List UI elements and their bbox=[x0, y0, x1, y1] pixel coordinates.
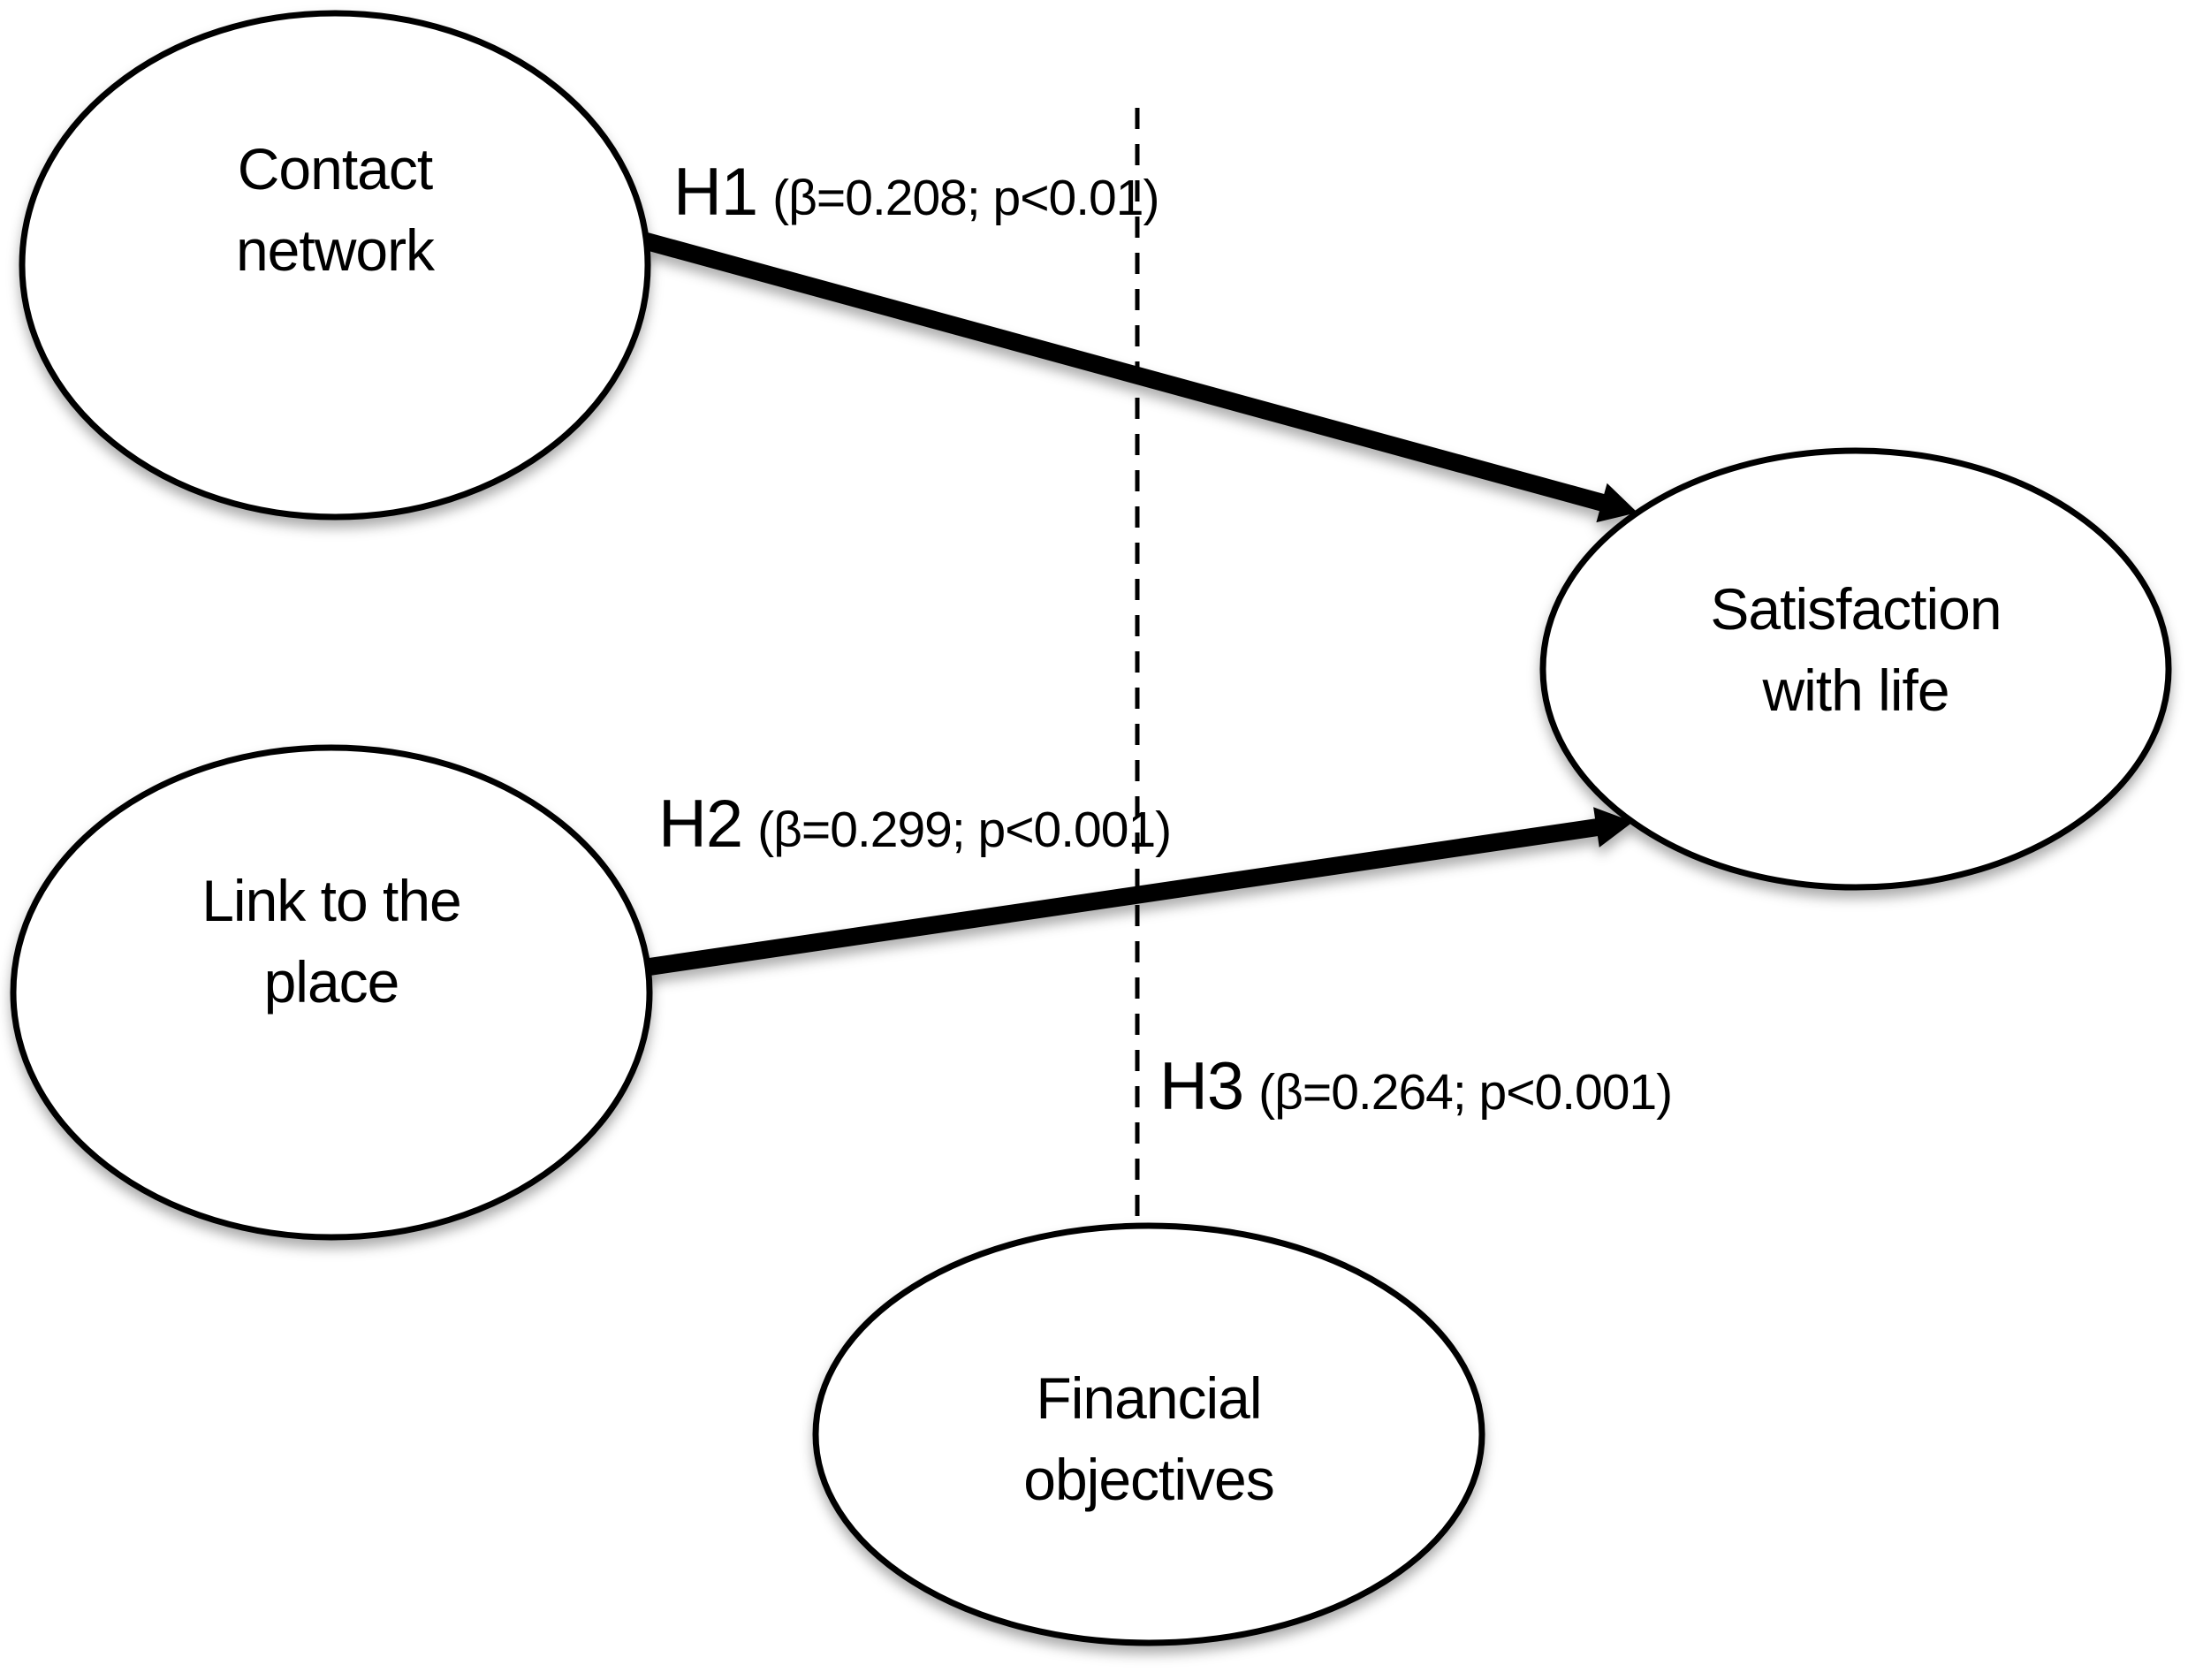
contact-network-label: Contact network bbox=[235, 128, 435, 291]
h2-stats: (β=0.299; p<0.001) bbox=[757, 802, 1172, 858]
node-label-line: with life bbox=[1762, 658, 1949, 723]
link-to-the-place-ellipse bbox=[10, 744, 653, 1241]
satisfaction-with-life-label: Satisfaction with life bbox=[1710, 568, 2002, 731]
h1-label: H1(β=0.208; p<0.01) bbox=[673, 159, 1159, 226]
node-label-line: network bbox=[235, 217, 435, 283]
financial-objectives-label: Financial objectives bbox=[1023, 1357, 1274, 1520]
h2-arrowhead bbox=[1593, 807, 1633, 848]
node-label-line: Contact bbox=[237, 136, 433, 201]
h3-id: H3 bbox=[1159, 1049, 1244, 1124]
h2-arrow bbox=[642, 807, 1633, 977]
node-label-line: place bbox=[263, 949, 400, 1015]
node-label-line: Satisfaction bbox=[1710, 576, 2002, 642]
h1-arrow-shaft bbox=[641, 232, 1606, 512]
financial-objectives-ellipse bbox=[812, 1222, 1485, 1646]
h2-label: H2(β=0.299; p<0.001) bbox=[658, 791, 1172, 858]
node-label-line: Financial bbox=[1036, 1365, 1262, 1431]
h2-id: H2 bbox=[658, 787, 743, 862]
node-label-line: Link to the bbox=[201, 868, 462, 933]
satisfaction-with-life-ellipse bbox=[1539, 447, 2172, 891]
link-to-the-place-label: Link to the place bbox=[201, 860, 462, 1022]
h3-label: H3(β=0.264; p<0.001) bbox=[1159, 1053, 1673, 1121]
node-label-line: objectives bbox=[1023, 1447, 1274, 1512]
h3-stats: (β=0.264; p<0.001) bbox=[1258, 1064, 1673, 1121]
contact-network-ellipse bbox=[19, 10, 651, 521]
h1-id: H1 bbox=[673, 155, 758, 230]
h2-arrow-shaft bbox=[642, 818, 1599, 977]
h1-arrow bbox=[641, 232, 1637, 523]
h1-arrowhead bbox=[1596, 483, 1637, 523]
h1-stats: (β=0.208; p<0.01) bbox=[772, 170, 1159, 226]
